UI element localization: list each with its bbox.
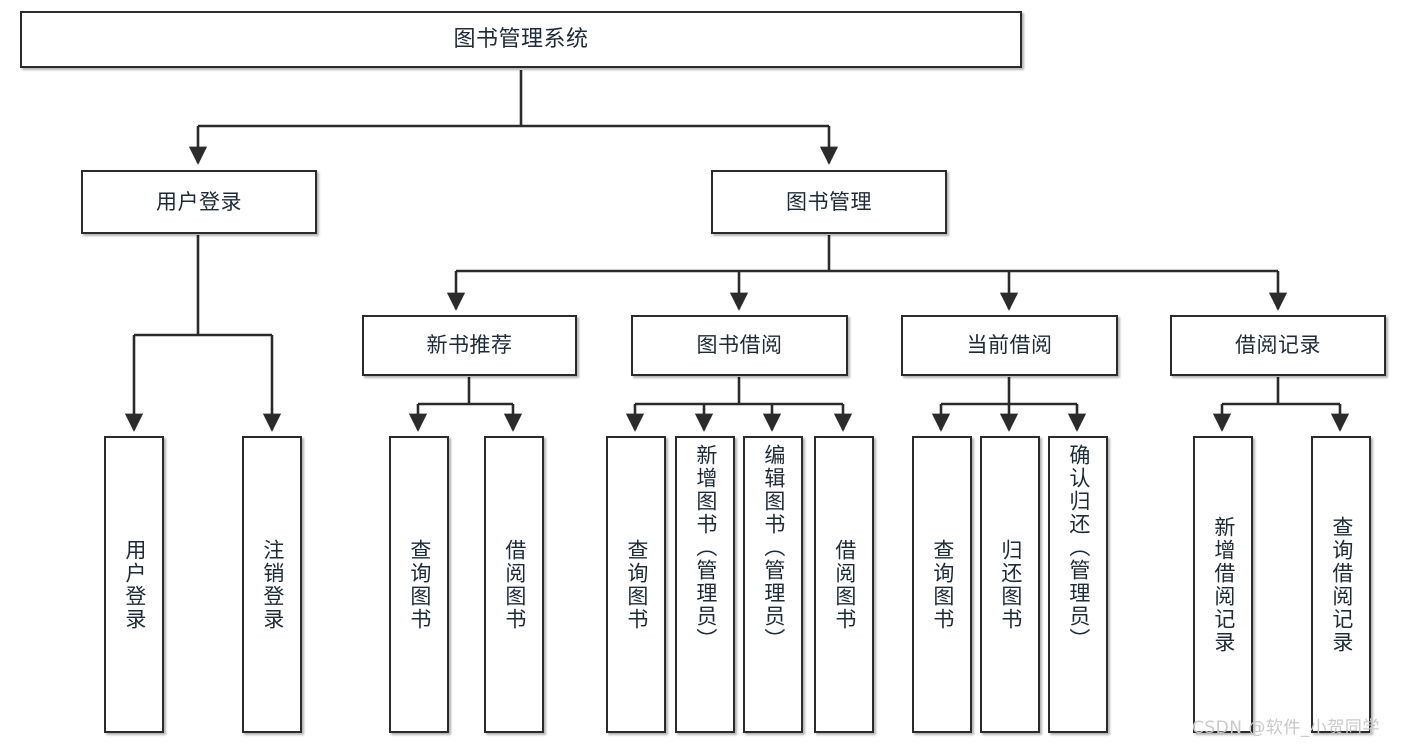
node-label: 编辑图书（管理员） bbox=[761, 444, 786, 651]
node-label: 图书管理系统 bbox=[453, 26, 589, 52]
node-label: 借阅图书 bbox=[502, 538, 527, 631]
node-label: 用户登录 bbox=[156, 189, 242, 214]
node-label: 新增图书（管理员） bbox=[693, 444, 718, 651]
node-label: 新书推荐 bbox=[426, 333, 513, 358]
node-label: 用户登录 bbox=[122, 538, 147, 631]
node-label: 确认归还（管理员） bbox=[1066, 444, 1091, 651]
csdn-watermark: CSDN @软件_小贺同学 bbox=[1192, 718, 1380, 738]
node-label: 查询图书 bbox=[407, 538, 432, 631]
leaf-user-login[interactable]: 用户登录 bbox=[104, 436, 164, 733]
node-book-management[interactable]: 图书管理 bbox=[711, 170, 947, 234]
leaf-add-borrow-record[interactable]: 新增借阅记录 bbox=[1193, 436, 1253, 733]
node-label: 查询借阅记录 bbox=[1329, 515, 1354, 654]
node-label: 查询图书 bbox=[930, 538, 955, 631]
node-user-login[interactable]: 用户登录 bbox=[81, 170, 317, 234]
leaf-edit-book-admin[interactable]: 编辑图书（管理员） bbox=[743, 436, 803, 733]
leaf-borrow-book-recommend[interactable]: 借阅图书 bbox=[484, 436, 544, 733]
leaf-return-book[interactable]: 归还图书 bbox=[980, 436, 1040, 733]
leaf-query-borrow-record[interactable]: 查询借阅记录 bbox=[1311, 436, 1371, 733]
leaf-confirm-return-admin[interactable]: 确认归还（管理员） bbox=[1048, 436, 1108, 733]
node-book-borrow[interactable]: 图书借阅 bbox=[631, 315, 848, 376]
node-label: 借阅记录 bbox=[1235, 333, 1321, 358]
leaf-query-book-current[interactable]: 查询图书 bbox=[912, 436, 972, 733]
node-label: 图书借阅 bbox=[696, 333, 783, 358]
node-root-system[interactable]: 图书管理系统 bbox=[20, 11, 1022, 68]
node-label: 新增借阅记录 bbox=[1211, 515, 1236, 654]
node-label: 借阅图书 bbox=[832, 538, 857, 631]
leaf-add-book-admin[interactable]: 新增图书（管理员） bbox=[675, 436, 735, 733]
node-current-borrow[interactable]: 当前借阅 bbox=[901, 315, 1118, 376]
leaf-query-book-recommend[interactable]: 查询图书 bbox=[389, 436, 449, 733]
leaf-logout[interactable]: 注销登录 bbox=[242, 436, 302, 733]
node-new-book-recommend[interactable]: 新书推荐 bbox=[362, 315, 577, 376]
node-label: 注销登录 bbox=[260, 538, 285, 631]
node-borrow-record[interactable]: 借阅记录 bbox=[1170, 315, 1386, 376]
leaf-query-book-borrow[interactable]: 查询图书 bbox=[606, 436, 666, 733]
node-label: 归还图书 bbox=[998, 538, 1023, 631]
node-label: 图书管理 bbox=[786, 189, 872, 214]
node-label: 查询图书 bbox=[624, 538, 649, 631]
leaf-borrow-book[interactable]: 借阅图书 bbox=[814, 436, 874, 733]
node-label: 当前借阅 bbox=[966, 333, 1053, 358]
